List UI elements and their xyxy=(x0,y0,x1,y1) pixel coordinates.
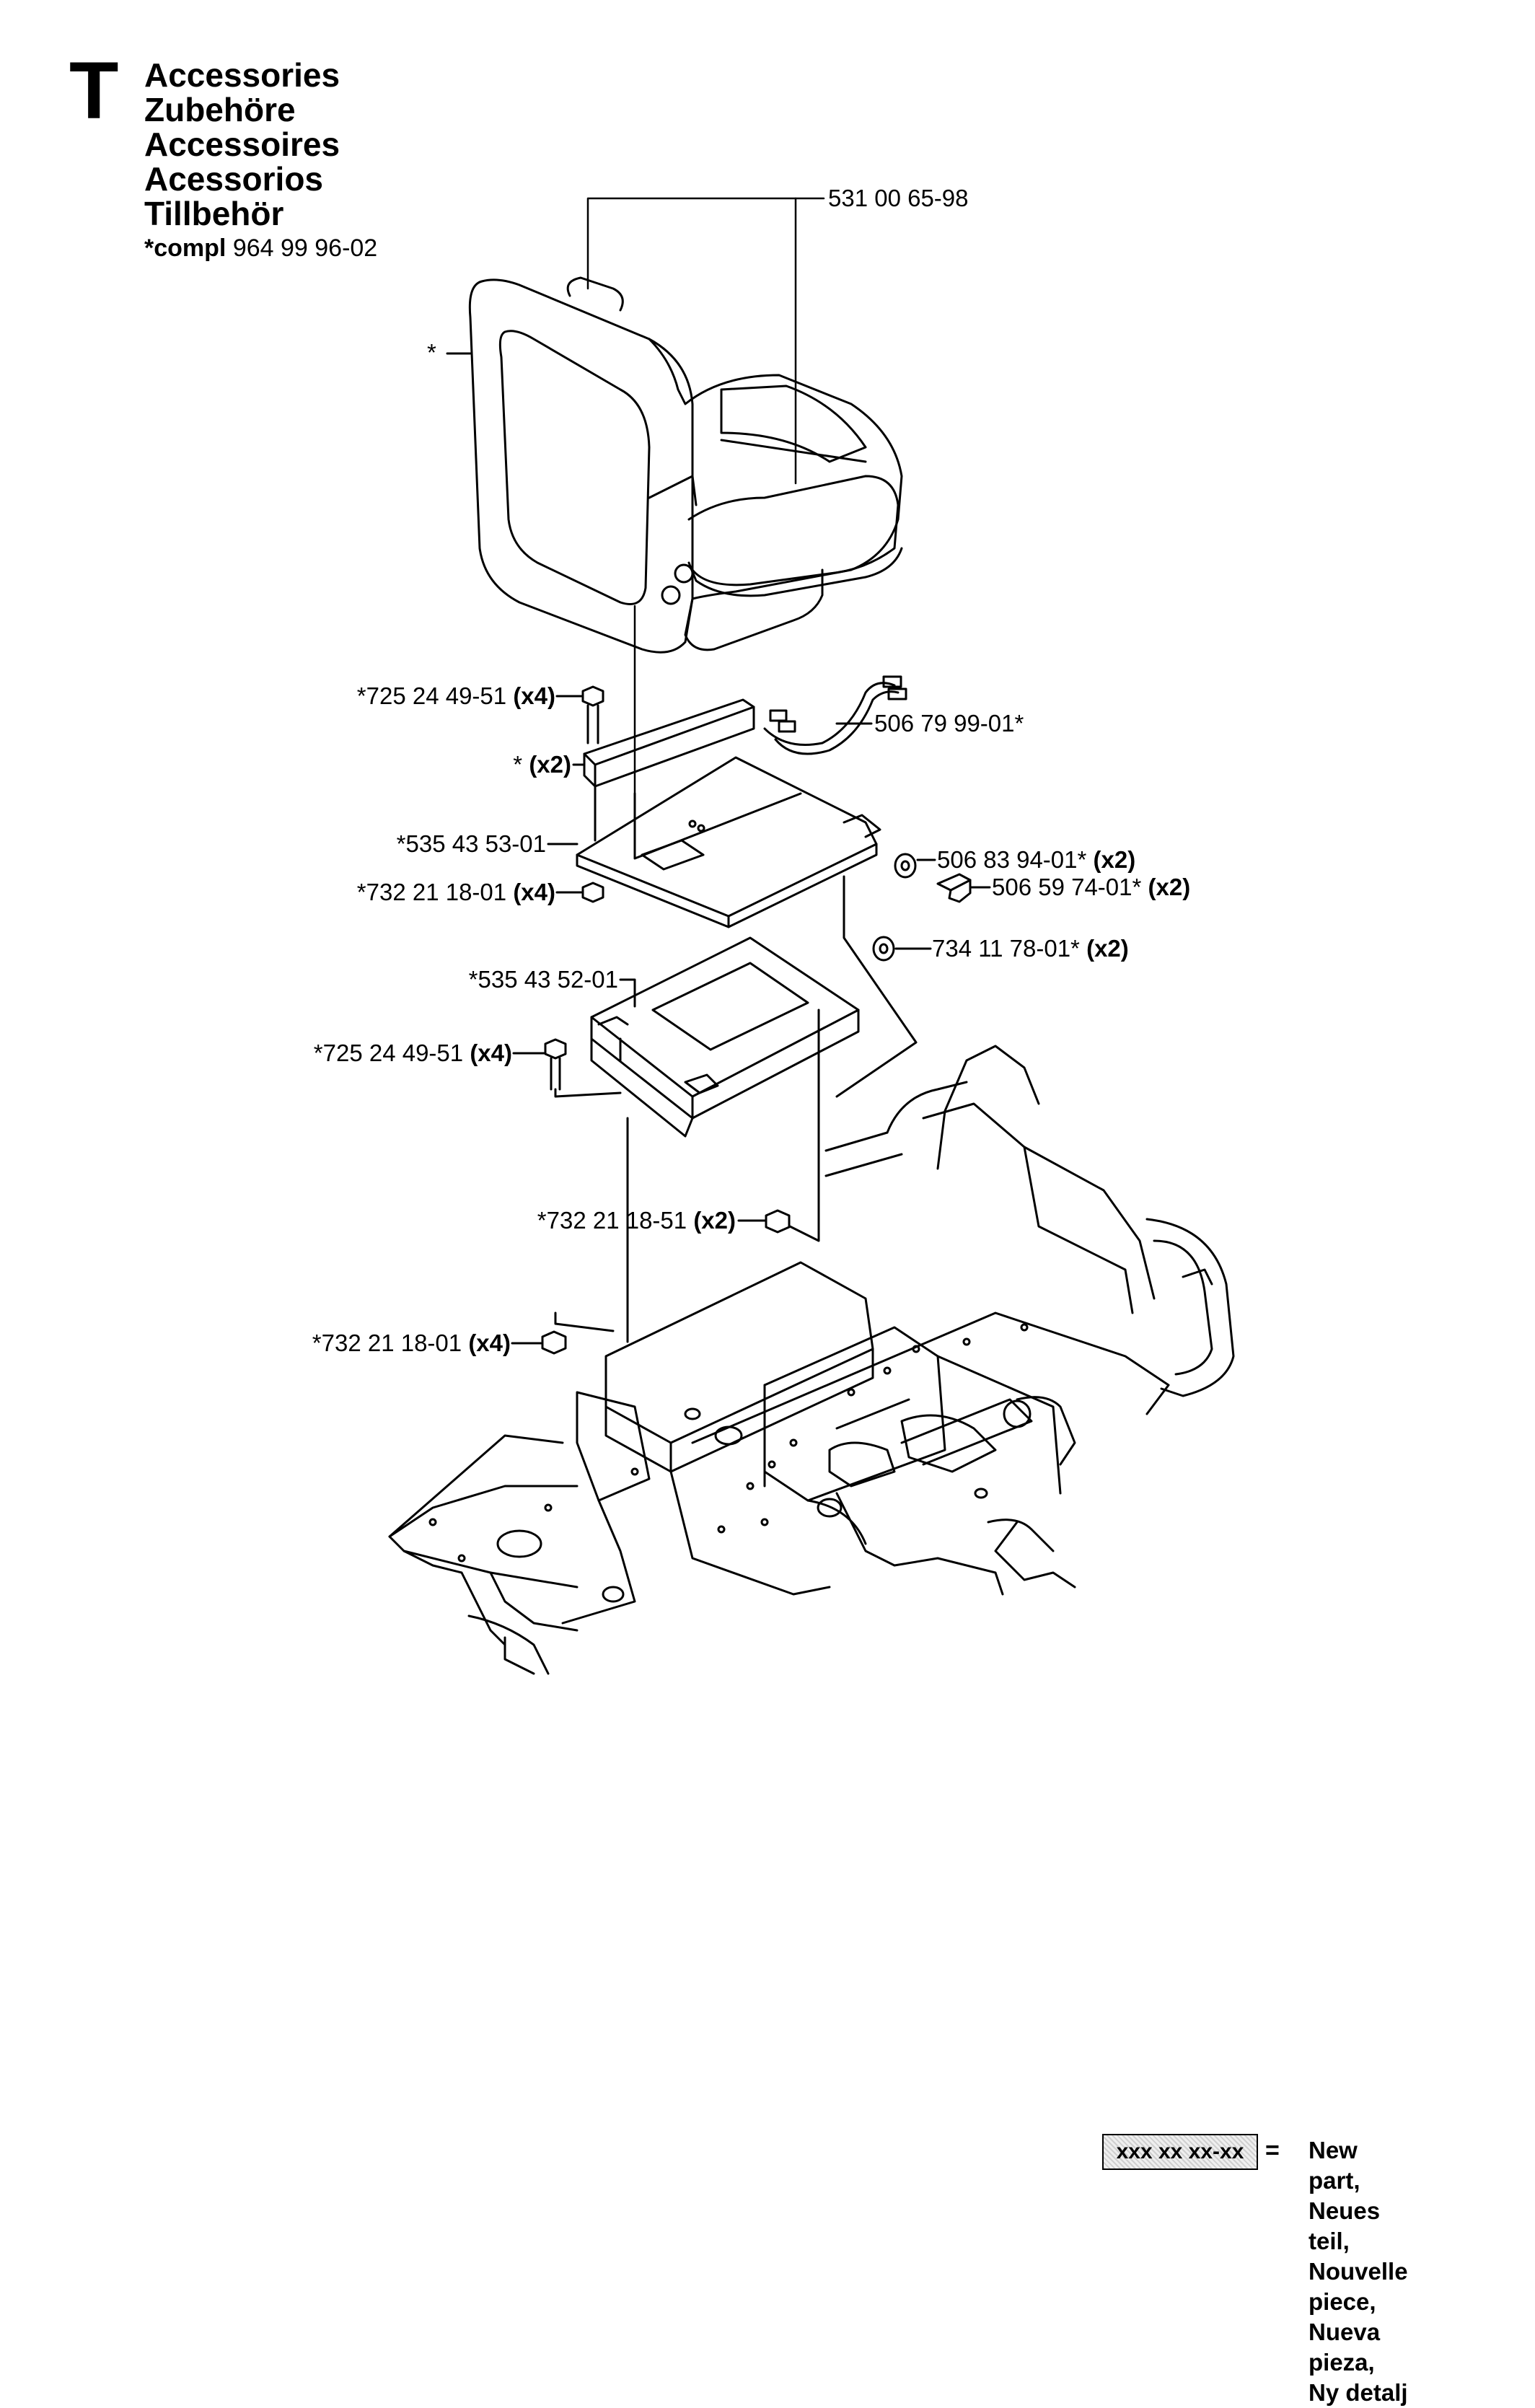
seat-leaders xyxy=(586,197,825,795)
label-bolt-a-qty: (x2) xyxy=(1148,874,1191,900)
seat-drawing xyxy=(446,276,903,654)
label-nut-upper: *732 21 18-01 (x4) xyxy=(357,879,555,905)
label-washer-a-num: 506 83 94-01* xyxy=(937,846,1087,873)
label-nut-mid-qty: (x2) xyxy=(693,1207,736,1234)
title-pt: Acessorios xyxy=(144,160,324,198)
title-sv: Tillbehör xyxy=(144,195,284,232)
legend-line-es: Nueva pieza, xyxy=(1309,2319,1381,2376)
label-washer-b: 734 11 78-01* (x2) xyxy=(932,935,1129,962)
nut-lower-drawing xyxy=(511,1117,629,1355)
compl-number: 964 99 96-02 xyxy=(232,234,378,262)
section-titles: Accessories Zubehöre Accessoires Acessor… xyxy=(144,58,377,264)
label-washer-b-qty: (x2) xyxy=(1086,935,1129,962)
label-nut-lower-qty: (x4) xyxy=(468,1330,511,1356)
label-seat-star: * xyxy=(427,339,436,366)
label-screw-lower-num: *725 24 49-51 xyxy=(314,1040,463,1066)
screw-lower-drawing xyxy=(512,1038,622,1098)
screw-top-drawing xyxy=(555,685,604,744)
label-rail-num: * xyxy=(513,751,522,778)
label-screw-lower-qty: (x4) xyxy=(470,1040,512,1066)
label-screw-lower: *725 24 49-51 (x4) xyxy=(314,1040,512,1066)
label-rail: * (x2) xyxy=(513,751,571,778)
title-de: Zubehöre xyxy=(144,91,296,128)
label-screw-top: *725 24 49-51 (x4) xyxy=(357,682,555,709)
label-screw-top-num: *725 24 49-51 xyxy=(357,682,506,709)
upper-plate-drawing xyxy=(547,756,881,928)
title-en: Accessories xyxy=(144,56,340,94)
label-nut-lower-num: *732 21 18-01 xyxy=(312,1330,462,1356)
lower-plate-drawing xyxy=(590,936,860,1138)
legend-equals: = xyxy=(1265,2137,1280,2164)
compl-prefix: *compl xyxy=(144,234,226,262)
label-washer-a-qty: (x2) xyxy=(1094,846,1136,873)
label-screw-top-qty: (x4) xyxy=(513,682,555,709)
section-letter: T xyxy=(69,45,119,136)
label-seat-assembly: 531 00 65-98 xyxy=(828,185,969,211)
label-bolt-a-num: 506 59 74-01* xyxy=(992,874,1142,900)
nut-mid-drawing xyxy=(737,1009,820,1242)
label-plate-upper: *535 43 53-01 xyxy=(397,830,546,857)
legend-line-en: New part, xyxy=(1309,2137,1360,2194)
legend-part-box: xxx xx xx-xx xyxy=(1102,2134,1258,2170)
legend-line-fr: Nouvelle piece, xyxy=(1309,2258,1408,2315)
label-nut-upper-qty: (x4) xyxy=(513,879,555,905)
part-labels: 531 00 65-98 * *725 24 49-51 (x4) 506 79… xyxy=(312,185,1190,1356)
label-wire-harness: 506 79 99-01* xyxy=(874,710,1024,737)
nut-upper-drawing xyxy=(555,882,604,903)
rail-drawing xyxy=(572,698,755,788)
legend-line-de: Neues teil, xyxy=(1309,2197,1381,2254)
label-nut-mid: *732 21 18-51 (x2) xyxy=(537,1207,736,1234)
exploded-parts-diagram: 531 00 65-98 * *725 24 49-51 (x4) 506 79… xyxy=(312,185,1235,1675)
label-washer-a: 506 83 94-01* (x2) xyxy=(937,846,1135,873)
compl-line: *compl 964 99 96-02 xyxy=(144,232,377,264)
label-washer-b-num: 734 11 78-01* xyxy=(932,935,1080,962)
label-rail-qty: (x2) xyxy=(529,751,571,778)
label-nut-lower: *732 21 18-01 (x4) xyxy=(312,1330,511,1356)
label-nut-mid-num: *732 21 18-51 xyxy=(537,1207,687,1234)
legend-line-sv: Ny detalj xyxy=(1309,2379,1408,2406)
label-nut-upper-num: *732 21 18-01 xyxy=(357,879,506,905)
label-bolt-a: 506 59 74-01* (x2) xyxy=(992,874,1190,900)
frame-drawing xyxy=(388,1045,1235,1675)
label-plate-lower: *535 43 52-01 xyxy=(469,966,618,993)
legend-text: New part, Neues teil, Nouvelle piece, Nu… xyxy=(1309,2135,1408,2408)
washer-bolt-drawing xyxy=(835,853,991,1098)
wire-harness-drawing xyxy=(763,675,907,755)
title-fr: Accessoires xyxy=(144,126,340,163)
